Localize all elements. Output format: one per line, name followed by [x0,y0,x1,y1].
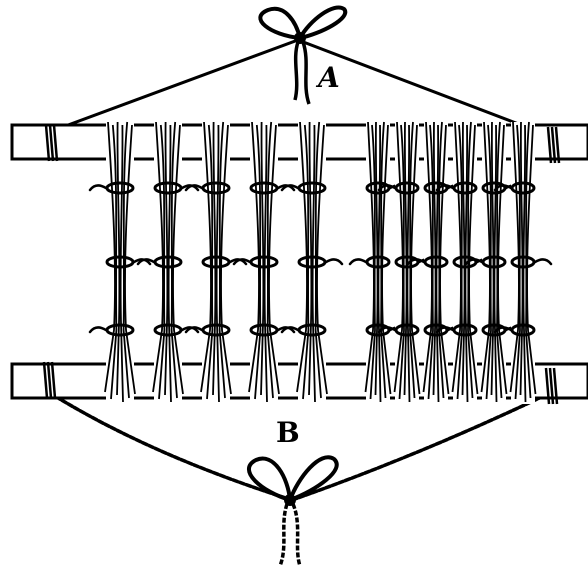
thread-bundle-1 [90,122,150,404]
tie-end [535,259,551,264]
label-a: A [318,64,340,92]
bow-loop-left [249,459,290,500]
label-b: B [276,419,300,447]
bow-knot-b [249,457,337,566]
bow-tail-left [295,42,298,100]
bow-loop-left [260,9,300,38]
bow-loop-right [300,7,345,38]
bottom-cord [50,393,550,500]
bow-tail-left [280,504,287,566]
thread-bundles [90,122,551,404]
tie-end [350,259,366,264]
bow-tail-right [293,504,300,566]
thread-bundle-2 [138,122,198,404]
tie-end [326,259,342,264]
tie-end [90,327,106,332]
thread-bundle-3 [186,122,246,404]
bow-tail-right [303,42,309,104]
thread-bundle-5 [282,122,342,404]
tie-end [90,185,106,190]
thread-bundle-4 [234,122,294,404]
